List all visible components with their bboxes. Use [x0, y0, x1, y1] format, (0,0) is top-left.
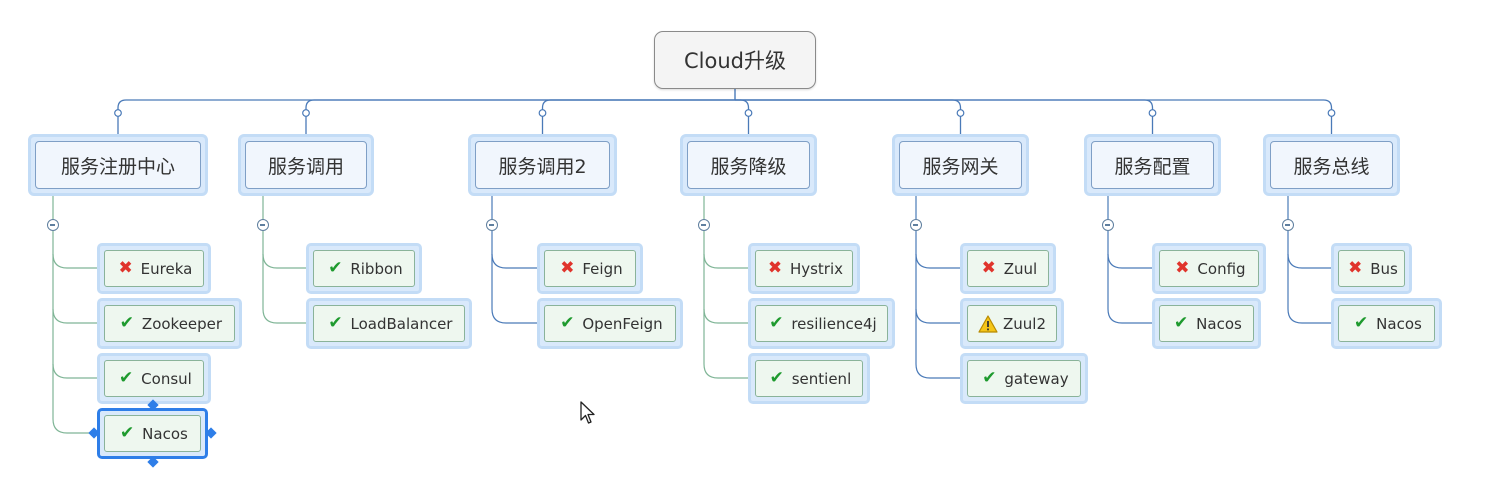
branch-topic-label: 服务注册中心: [35, 141, 201, 189]
leaf-topic[interactable]: ✖ Config: [1152, 243, 1266, 294]
check-icon: ✔: [120, 423, 135, 443]
branch-topic[interactable]: 服务调用: [238, 134, 374, 196]
leaf-topic-label: Eureka: [140, 259, 193, 278]
leaf-topic-label: Nacos: [1196, 314, 1242, 333]
branch-topic-label: 服务调用: [245, 141, 367, 189]
leaf-topic-content: ✔ LoadBalancer: [313, 305, 465, 342]
check-icon: ✔: [328, 258, 343, 278]
leaf-topic-label: Feign: [582, 259, 623, 278]
branch-topic[interactable]: 服务网关: [892, 134, 1029, 196]
cross-icon: ✖: [981, 258, 996, 278]
branch-topic-label: 服务网关: [899, 141, 1022, 189]
leaf-topic[interactable]: ✔ resilience4j: [748, 298, 895, 349]
leaf-topic-label: Nacos: [142, 424, 188, 443]
leaf-topic-label: Ribbon: [350, 259, 403, 278]
check-icon: ✔: [328, 313, 343, 333]
leaf-topic-content: ✔ sentienl: [755, 360, 863, 397]
leaf-topic-label: Hystrix: [789, 259, 844, 278]
leaf-topic-content: ✔ Nacos: [1338, 305, 1435, 342]
leaf-topic[interactable]: ✔ Consul: [97, 353, 211, 404]
leaf-topic-content: ✔ gateway: [967, 360, 1081, 397]
leaf-topic[interactable]: ✔ Nacos: [1331, 298, 1442, 349]
collapse-toggle-icon[interactable]: [910, 219, 922, 231]
leaf-topic-content: ✔ Zookeeper: [104, 305, 235, 342]
leaf-topic-content: ✔ Nacos: [104, 415, 201, 452]
collapse-toggle-icon[interactable]: [47, 219, 59, 231]
branch-topic-label: 服务配置: [1091, 141, 1214, 189]
collapse-toggle-icon[interactable]: [257, 219, 269, 231]
cross-icon: ✖: [560, 258, 575, 278]
leaf-topic-content: ✖ Eureka: [104, 250, 204, 287]
branch-topic-label: 服务调用2: [475, 141, 610, 189]
leaf-topic-content: ✔ Nacos: [1159, 305, 1254, 342]
leaf-topic-label: resilience4j: [791, 314, 877, 333]
leaf-topic-content: ✖ Bus: [1338, 250, 1405, 287]
leaf-topic[interactable]: ✖ Zuul: [960, 243, 1056, 294]
check-icon: ✔: [769, 313, 784, 333]
branch-topic-label: 服务降级: [687, 141, 810, 189]
leaf-topic-label: LoadBalancer: [350, 314, 453, 333]
leaf-topic[interactable]: ✔ OpenFeign: [537, 298, 683, 349]
leaf-topic[interactable]: ✖ Bus: [1331, 243, 1412, 294]
collapse-toggle-icon[interactable]: [698, 219, 710, 231]
collapse-toggle-icon[interactable]: [1282, 219, 1294, 231]
leaf-topic-content: ✖ Config: [1159, 250, 1259, 287]
root-topic[interactable]: Cloud升级: [654, 31, 816, 89]
leaf-topic-label: gateway: [1004, 369, 1069, 388]
leaf-topic-label: Zuul2: [1002, 314, 1046, 333]
leaf-topic[interactable]: ✔ sentienl: [748, 353, 870, 404]
check-icon: ✔: [119, 313, 135, 333]
leaf-topic-label: sentienl: [791, 369, 852, 388]
warning-icon: [978, 314, 998, 334]
leaf-topic[interactable]: ✖ Feign: [537, 243, 643, 294]
cross-icon: ✖: [118, 258, 133, 278]
leaf-topic-content: ✔ Consul: [104, 360, 204, 397]
leaf-topic-content: ✖ Hystrix: [755, 250, 853, 287]
branch-topic[interactable]: 服务调用2: [468, 134, 617, 196]
check-icon: ✔: [560, 313, 575, 333]
leaf-topic[interactable]: ✔ Ribbon: [306, 243, 422, 294]
check-icon: ✔: [769, 368, 784, 388]
branch-topic[interactable]: 服务总线: [1263, 134, 1400, 196]
cross-icon: ✖: [767, 258, 783, 278]
leaf-topic[interactable]: ✔ Nacos: [1152, 298, 1261, 349]
leaf-topic[interactable]: ✔ LoadBalancer: [306, 298, 472, 349]
leaf-topic-label: Nacos: [1376, 314, 1422, 333]
cross-icon: ✖: [1348, 258, 1363, 278]
mouse-cursor-icon: [580, 401, 595, 424]
branch-topic-label: 服务总线: [1270, 141, 1393, 189]
collapse-toggle-icon[interactable]: [1102, 219, 1114, 231]
leaf-topic-label: Bus: [1370, 259, 1398, 278]
check-icon: ✔: [982, 368, 997, 388]
leaf-topic-selected[interactable]: ✔ Nacos: [97, 408, 208, 459]
leaf-topic[interactable]: Zuul2: [960, 298, 1064, 349]
leaf-topic-content: ✖ Zuul: [967, 250, 1049, 287]
leaf-topic-label: Config: [1197, 259, 1246, 278]
leaf-topic-content: ✔ Ribbon: [313, 250, 415, 287]
leaf-topic[interactable]: ✔ gateway: [960, 353, 1088, 404]
check-icon: ✔: [1174, 313, 1189, 333]
cross-icon: ✖: [1175, 258, 1190, 278]
branch-topic[interactable]: 服务配置: [1084, 134, 1221, 196]
branch-topic[interactable]: 服务注册中心: [28, 134, 208, 196]
leaf-topic-content: Zuul2: [967, 305, 1057, 342]
check-icon: ✔: [119, 368, 134, 388]
leaf-topic-content: ✖ Feign: [544, 250, 636, 287]
collapse-toggle-icon[interactable]: [486, 219, 498, 231]
leaf-topic-label: Zuul: [1003, 259, 1038, 278]
leaf-topic[interactable]: ✔ Zookeeper: [97, 298, 242, 349]
leaf-topic[interactable]: ✖ Hystrix: [748, 243, 860, 294]
leaf-topic[interactable]: ✖ Eureka: [97, 243, 211, 294]
leaf-topic-content: ✔ resilience4j: [755, 305, 888, 342]
leaf-topic-content: ✔ OpenFeign: [544, 305, 676, 342]
branch-topic[interactable]: 服务降级: [680, 134, 817, 196]
root-topic-label: Cloud升级: [684, 49, 786, 73]
leaf-topic-label: OpenFeign: [582, 314, 663, 333]
leaf-topic-label: Consul: [141, 369, 192, 388]
check-icon: ✔: [1354, 313, 1369, 333]
leaf-topic-label: Zookeeper: [141, 314, 223, 333]
